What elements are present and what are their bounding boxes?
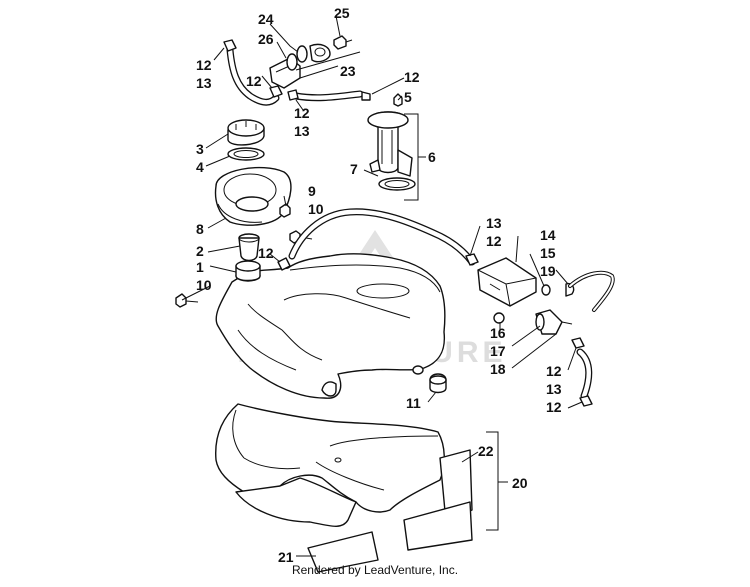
callout-18: 18 <box>490 361 506 377</box>
callout-20: 20 <box>512 475 528 491</box>
callout-15: 15 <box>540 245 556 261</box>
cap-gasket <box>227 147 265 161</box>
callout-12: 12 <box>196 57 212 73</box>
callout-2: 2 <box>196 243 204 259</box>
filler-cap <box>227 119 265 146</box>
bolt <box>175 203 313 308</box>
fuel-hose-right <box>571 337 593 407</box>
callout-13: 13 <box>196 75 212 91</box>
vent-hose-top <box>223 39 283 106</box>
bracket-6 <box>404 113 426 201</box>
callout-labels: 24 25 26 12 13 12 23 12 13 12 5 6 7 3 4 … <box>196 5 562 565</box>
filler-neck <box>214 166 292 226</box>
callout-3: 3 <box>196 141 204 157</box>
callout-23: 23 <box>340 63 356 79</box>
grommet <box>429 373 447 394</box>
callout-26: 26 <box>258 31 274 47</box>
callout-10: 10 <box>196 277 212 293</box>
tank-skid-plate <box>215 403 445 513</box>
callout-12: 12 <box>546 363 562 379</box>
fuel-pump-assembly <box>367 93 416 191</box>
callout-16: 16 <box>490 325 506 341</box>
callout-12: 12 <box>258 245 274 261</box>
callout-4: 4 <box>196 159 204 175</box>
callout-25: 25 <box>334 5 350 21</box>
callout-13: 13 <box>294 123 310 139</box>
callout-12: 12 <box>404 69 420 85</box>
fuel-filter <box>493 309 573 335</box>
callout-13: 13 <box>486 215 502 231</box>
callout-1: 1 <box>196 259 204 275</box>
callout-8: 8 <box>196 221 204 237</box>
render-credit: Rendered by LeadVenture, Inc. <box>291 563 459 577</box>
callout-22: 22 <box>478 443 494 459</box>
callout-10: 10 <box>308 201 324 217</box>
callout-19: 19 <box>540 263 556 279</box>
callout-7: 7 <box>350 161 358 177</box>
callout-11: 11 <box>406 395 421 411</box>
fuel-tank <box>215 253 446 399</box>
callout-12: 12 <box>246 73 262 89</box>
skid-panel-right <box>403 449 473 551</box>
filler-strainer <box>238 233 260 262</box>
vent-hose-middle <box>287 89 371 102</box>
callout-12: 12 <box>546 399 562 415</box>
valve-assembly <box>269 35 353 89</box>
callout-12: 12 <box>294 105 310 121</box>
callout-24: 24 <box>258 11 274 27</box>
leader-lines <box>181 15 583 557</box>
callout-21: 21 <box>278 549 294 565</box>
bracket-23 <box>295 51 361 79</box>
callout-14: 14 <box>540 227 556 243</box>
callout-9: 9 <box>308 183 316 199</box>
bracket-20 <box>486 431 508 531</box>
callout-6: 6 <box>428 149 436 165</box>
callout-12: 12 <box>486 233 502 249</box>
skid-panel-lower <box>235 477 379 573</box>
callout-13: 13 <box>546 381 562 397</box>
vent-hose-long <box>277 208 479 271</box>
callout-17: 17 <box>490 343 506 359</box>
callout-5: 5 <box>404 89 412 105</box>
